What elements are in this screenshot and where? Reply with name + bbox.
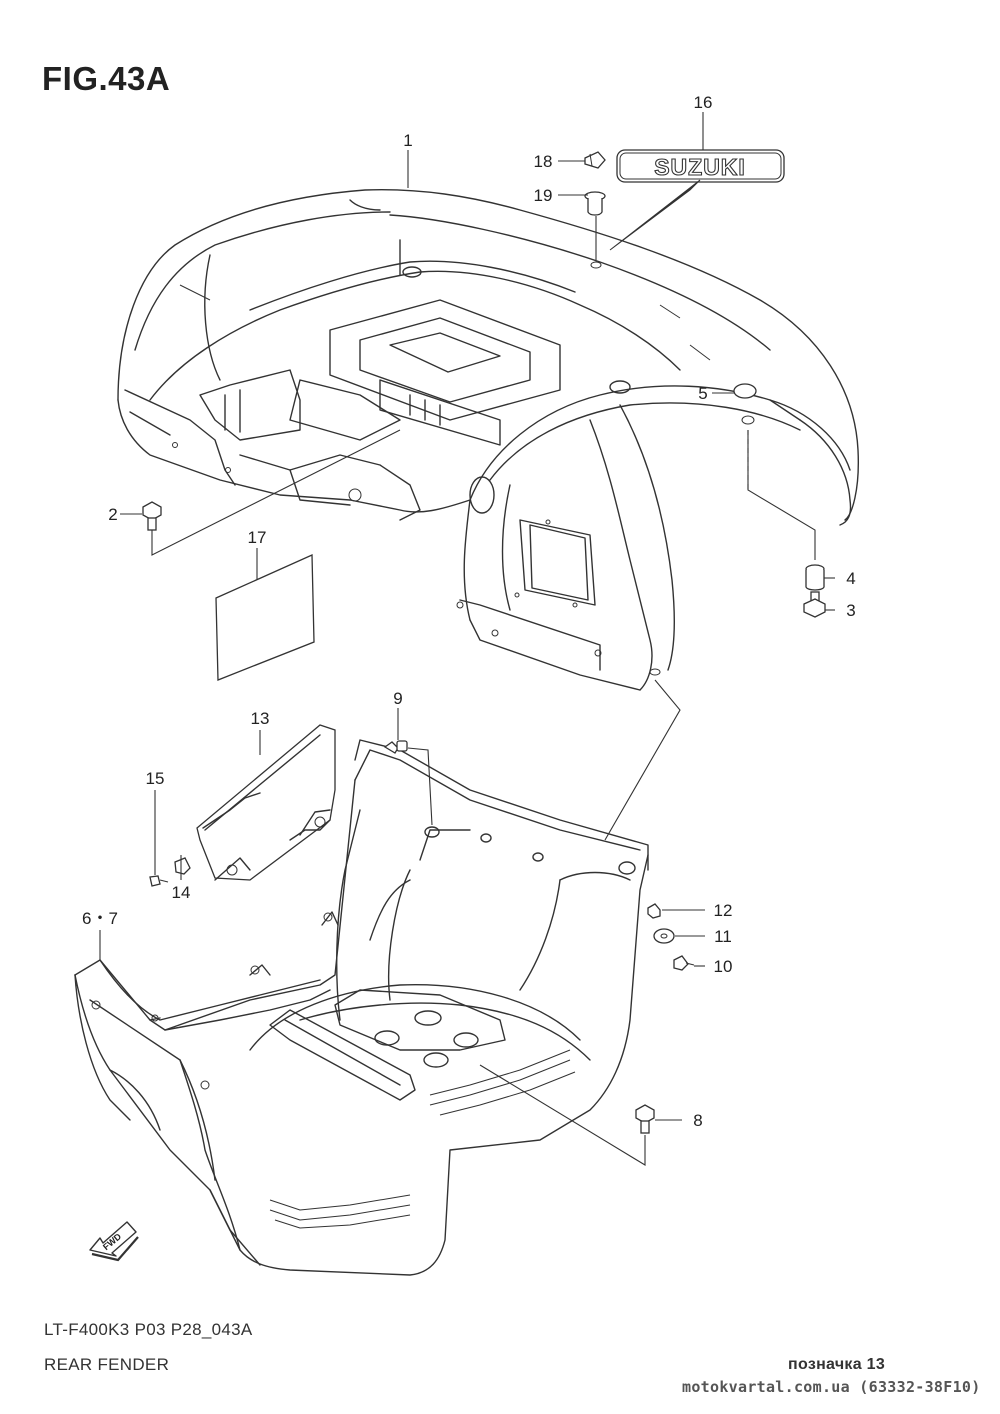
callout-13: 13 [251,709,270,728]
screw-10 [673,955,695,971]
callout-18: 18 [534,152,553,171]
leader-lines [99,112,835,1166]
callout-19: 19 [534,186,553,205]
callout-2: 2 [108,505,117,524]
emblem-text: SUZUKI [654,154,746,180]
grip-dots [269,1049,576,1229]
callout-8: 8 [693,1111,702,1130]
label-sheet-17 [215,554,315,681]
grommet-5 [733,383,757,399]
callout-16: 16 [694,93,713,112]
screw-18 [584,151,606,169]
bolt-3 [803,591,826,618]
panel-13 [196,724,336,881]
nut-12 [647,903,661,919]
callout-3: 3 [846,601,855,620]
washer-11 [653,928,675,944]
callout-4: 4 [846,569,855,588]
callout-5: 5 [698,384,707,403]
callout-10: 10 [714,957,733,976]
lower-fender [74,739,649,1276]
rear-fender [117,189,860,691]
callout-1: 1 [403,131,412,150]
bolt-2 [142,501,162,531]
figure-title: FIG.43A [42,60,171,97]
watermark-text: motokvartal.com.ua (63332-38F10) [682,1378,981,1396]
fasteners [142,151,826,1134]
screw-15 [149,875,169,887]
callout-9: 9 [393,689,402,708]
suzuki-emblem: SUZUKI [609,149,785,251]
callout-15: 15 [146,769,165,788]
callout-labels: 1 2 3 4 5 6・7 8 9 10 11 12 13 14 15 16 1… [82,93,856,1130]
callout-17: 17 [248,528,267,547]
figure-caption: REAR FENDER [44,1355,170,1374]
clip-14 [174,857,191,875]
reference-badge: позначка 13 [788,1356,886,1373]
callout-12: 12 [714,901,733,920]
bolt-8 [635,1104,655,1134]
callout-6-7: 6・7 [82,909,118,928]
clip-9 [383,740,408,754]
fwd-arrow-icon: FWD [89,1221,139,1262]
model-code: LT-F400K3 P03 P28_043A [44,1320,253,1339]
callout-14: 14 [172,883,191,902]
nut-19 [584,191,606,216]
collar-4 [805,564,825,591]
callout-11: 11 [714,927,732,946]
